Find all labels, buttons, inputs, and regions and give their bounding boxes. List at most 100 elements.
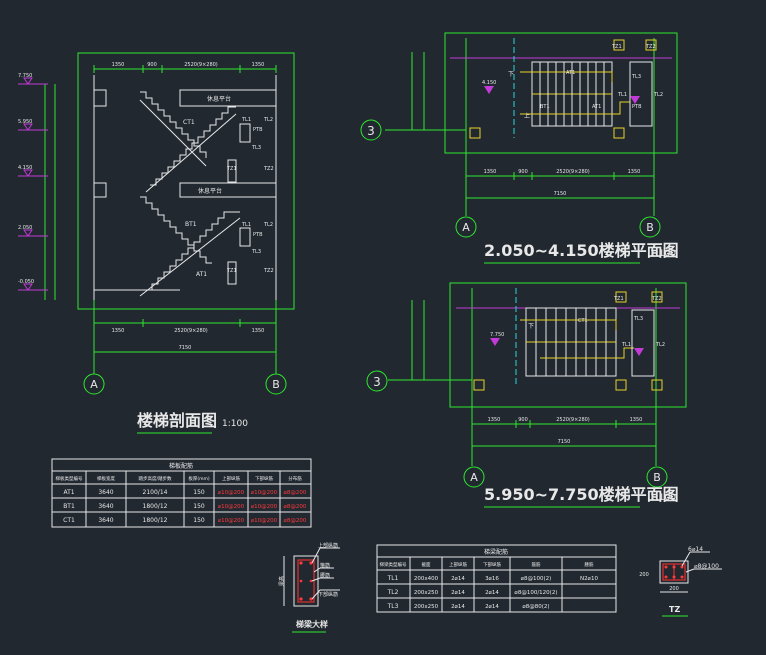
- plan-lower-axis-b: [646, 466, 668, 488]
- svg-text:箍筋: 箍筋: [320, 562, 330, 569]
- svg-text:2⌀14: 2⌀14: [451, 604, 465, 610]
- svg-text:TL2: TL2: [387, 589, 399, 596]
- landing-label-1: 休息平台: [207, 95, 231, 103]
- svg-text:CT1: CT1: [63, 517, 75, 524]
- beam-detail-caption: 梯梁大样: [296, 619, 328, 629]
- svg-text:900: 900: [518, 417, 528, 423]
- beam-tl2-a: TL2: [263, 117, 273, 123]
- svg-text:3⌀16: 3⌀16: [485, 576, 499, 582]
- svg-text:⌀8@200: ⌀8@200: [284, 490, 307, 496]
- slab-top-left: [93, 89, 107, 107]
- landing-mid: [179, 182, 277, 198]
- svg-text:⌀10@200: ⌀10@200: [218, 490, 245, 496]
- plan-upper: 4.150 下 上 AT1 BT1 AT1 TL1 TL2 TL3 TZ1 TZ…: [360, 32, 679, 264]
- svg-text:TL1: TL1: [617, 92, 627, 98]
- column-detail-caption: TZ: [669, 605, 680, 614]
- column-detail: 6⌀14 ⌀8@100 200 200 TZ: [639, 546, 722, 617]
- svg-text:TL3: TL3: [631, 74, 641, 80]
- svg-text:⌀10@200: ⌀10@200: [218, 518, 245, 524]
- svg-text:150: 150: [193, 489, 205, 496]
- svg-text:A: A: [90, 378, 98, 391]
- svg-text:⌀10@200: ⌀10@200: [218, 504, 245, 510]
- plan-lower-title: 5.950~7.750楼梯平面图: [484, 485, 679, 504]
- section-total-width: 7150: [179, 345, 192, 351]
- svg-text:下: 下: [528, 323, 534, 330]
- elev-0050: -0.050: [18, 279, 34, 285]
- section-dim-top-2: 900: [147, 62, 157, 68]
- landing-top: [179, 89, 277, 107]
- section-title: 楼梯剖面图: [137, 411, 217, 430]
- stair-section: 1350 900 2520(9×280) 1350 休息平台 休息平台 CT1 …: [18, 52, 295, 434]
- section-dim-top-1: 1350: [112, 62, 125, 68]
- svg-text:N2⌀10: N2⌀10: [580, 576, 598, 582]
- beam-tz1-b: TZ1: [226, 268, 237, 274]
- beam-tl1-a: TL1: [241, 117, 251, 123]
- beam-tl3-b: TL3: [251, 249, 261, 255]
- section-dim-top-3: 2520(9×280): [184, 62, 218, 68]
- plan-lower-scale: 1:100: [650, 493, 676, 503]
- svg-text:200x250: 200x250: [414, 590, 439, 596]
- svg-text:⌀8@100(2): ⌀8@100(2): [521, 576, 552, 582]
- svg-text:⌀8@80(2): ⌀8@80(2): [522, 604, 549, 610]
- plan-upper-axis-3: [360, 119, 382, 141]
- beam-detail: 上部纵筋 箍筋 腰筋 下部纵筋 梁高 梯梁大样: [278, 542, 340, 633]
- svg-text:3640: 3640: [98, 489, 113, 496]
- svg-text:腰筋: 腰筋: [585, 561, 594, 568]
- elev-4150: 4.150: [18, 165, 32, 171]
- svg-text:AT1: AT1: [63, 489, 74, 496]
- svg-text:AT1: AT1: [592, 104, 601, 110]
- plan-upper-level: 4.150: [482, 80, 496, 86]
- svg-text:3: 3: [373, 375, 381, 389]
- flight-at1: [140, 196, 212, 264]
- elevation-marks: 7.750 5.950 4.150 2.050 -0.050: [18, 73, 56, 300]
- flight-ct1: [140, 91, 207, 158]
- svg-text:TL2: TL2: [655, 342, 665, 348]
- plan-lower-treads: [520, 307, 634, 377]
- section-axis-a: [83, 373, 105, 395]
- svg-text:箍筋: 箍筋: [532, 561, 541, 568]
- elev-2050: 2.050: [18, 225, 32, 231]
- svg-text:B: B: [272, 378, 280, 391]
- svg-text:1350: 1350: [484, 169, 497, 175]
- svg-text:TZ1: TZ1: [611, 44, 622, 50]
- svg-text:PTB: PTB: [632, 104, 642, 110]
- svg-text:2⌀14: 2⌀14: [451, 590, 465, 596]
- svg-text:板厚(mm): 板厚(mm): [188, 475, 210, 482]
- svg-text:7150: 7150: [554, 191, 567, 197]
- svg-text:150: 150: [193, 503, 205, 510]
- section-axis-b: [265, 373, 287, 395]
- svg-text:上: 上: [524, 112, 530, 120]
- plan-lower-axis-3: [366, 370, 388, 392]
- svg-text:梯梁类型编号: 梯梁类型编号: [380, 561, 407, 568]
- plan-upper-title: 2.050~4.150楼梯平面图: [484, 241, 679, 260]
- svg-text:3640: 3640: [98, 517, 113, 524]
- stair-table-title: 梯板配筋: [169, 462, 193, 470]
- section-dim-bottom-3: 1350: [252, 328, 265, 334]
- svg-text:上部纵筋: 上部纵筋: [318, 542, 338, 549]
- svg-text:踏步高度/踏步数: 踏步高度/踏步数: [138, 475, 172, 482]
- svg-text:7150: 7150: [558, 439, 571, 445]
- stair-table: 梯板配筋 梯板类型编号 梯板宽度 踏步高度/踏步数 板厚(mm) 上部纵筋 下部…: [51, 458, 312, 528]
- svg-text:梯板类型编号: 梯板类型编号: [56, 475, 83, 482]
- svg-text:⌀8@200: ⌀8@200: [284, 518, 307, 524]
- plan-lower-frame: [449, 282, 687, 408]
- flight-at1-lower: [146, 211, 240, 291]
- beam-tz2-a: TZ2: [263, 166, 274, 172]
- svg-text:200: 200: [669, 586, 679, 592]
- svg-text:900: 900: [518, 169, 528, 175]
- beam-tl3-a: TL3: [251, 145, 261, 151]
- svg-text:1350: 1350: [628, 169, 641, 175]
- plan-lower-level: 7.750: [490, 332, 504, 338]
- svg-text:下部纵筋: 下部纵筋: [483, 561, 501, 568]
- slab-mid-left: [93, 182, 107, 198]
- svg-text:腰筋: 腰筋: [320, 572, 330, 579]
- svg-text:B: B: [646, 221, 654, 234]
- svg-text:TL1: TL1: [387, 575, 399, 582]
- svg-text:⌀8@200: ⌀8@200: [284, 504, 307, 510]
- svg-text:TL3: TL3: [633, 316, 643, 322]
- plan-lower-axis-a: [463, 466, 485, 488]
- svg-text:BT1: BT1: [540, 104, 550, 110]
- beam-tl1-b: TL1: [241, 222, 251, 228]
- svg-text:TL1: TL1: [621, 342, 631, 348]
- svg-text:TZ2: TZ2: [651, 296, 662, 302]
